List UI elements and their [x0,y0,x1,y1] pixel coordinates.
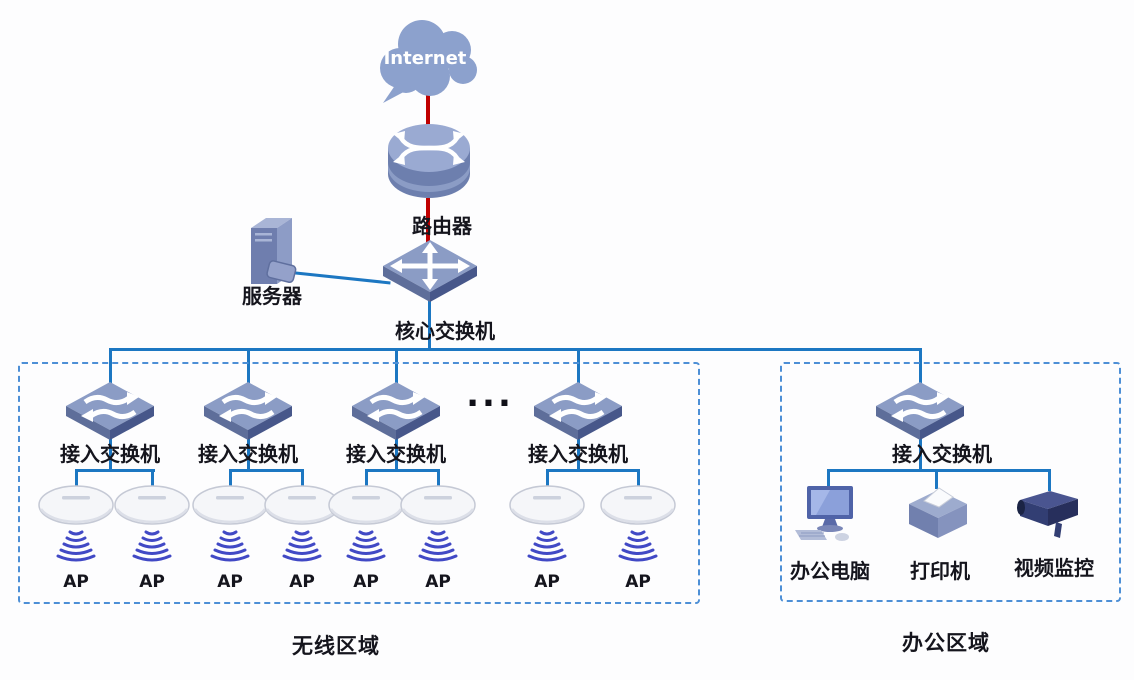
access-switch-icon [533,381,623,443]
ap-drop [151,469,154,491]
office-zone-box [780,362,1121,602]
office-device-connector [827,469,1051,472]
printer-icon [903,486,973,540]
ap-label: AP [217,572,243,592]
ap-label: AP [289,572,315,592]
ap-label: AP [63,572,89,592]
ap-drop [546,469,549,491]
internet-label: Internet [384,48,467,69]
router-core-link [426,198,430,250]
printer-label: 打印机 [910,559,970,583]
ap-icon [507,484,587,566]
internet-router-link [426,78,430,134]
switch-downlink [109,435,112,472]
ap-pair-connector [546,469,640,472]
switch-downlink [577,435,580,472]
access-switch-label: 接入交换机 [60,442,160,466]
ap-icon [112,484,192,566]
backbone-bus [109,348,922,351]
ap-label: AP [139,572,165,592]
ap-icon [398,484,478,566]
server-core-link [290,271,391,285]
access-switch-icon [351,381,441,443]
ap-drop [637,469,640,491]
bus-drop [247,348,250,400]
server-icon [241,216,301,294]
bus-drop [395,348,398,400]
device-drop [935,469,938,489]
router-label: 路由器 [412,214,472,238]
ap-label: AP [425,572,451,592]
switch-downlink [247,435,250,472]
access-switch-icon [203,381,293,443]
bus-drop [109,348,112,400]
access-switch-icon [65,381,155,443]
ap-icon [326,484,406,566]
ap-drop [75,469,78,491]
ap-pair-connector [229,469,304,472]
ap-pair-connector [75,469,155,472]
office-computer-icon [794,486,864,544]
core-switch-label: 核心交换机 [395,319,495,343]
server-label: 服务器 [242,284,302,308]
router-icon [386,122,472,202]
internet-cloud: Internet [366,14,484,106]
ap-pair-connector [365,469,440,472]
switch-downlink [395,435,398,472]
camera-icon [1012,486,1084,540]
ap-drop [229,469,232,491]
access-switch-label: 接入交换机 [198,442,298,466]
ap-label: AP [625,572,651,592]
access-switch-label: 接入交换机 [892,442,992,466]
ap-drop [365,469,368,491]
camera-label: 视频监控 [1014,556,1094,580]
switch-downlink [919,435,922,472]
ap-label: AP [534,572,560,592]
ap-drop [301,469,304,491]
bus-drop [919,348,922,400]
ap-drop [437,469,440,491]
wireless-zone-box [18,362,700,604]
access-switch-icon [875,381,965,443]
core-switch-downlink [428,300,431,350]
bus-drop [577,348,580,400]
access-switch-label: 接入交换机 [528,442,628,466]
office-zone-label: 办公区域 [902,631,990,655]
ap-icon [190,484,270,566]
core-switch-icon [382,239,478,311]
access-switch-label: 接入交换机 [346,442,446,466]
ap-icon [598,484,678,566]
device-drop [827,469,830,491]
device-drop [1048,469,1051,491]
ap-icon [36,484,116,566]
more-switches-ellipsis: ... [466,375,514,415]
wireless-zone-label: 无线区域 [292,634,380,658]
office-computer-label: 办公电脑 [790,559,870,583]
ap-label: AP [353,572,379,592]
